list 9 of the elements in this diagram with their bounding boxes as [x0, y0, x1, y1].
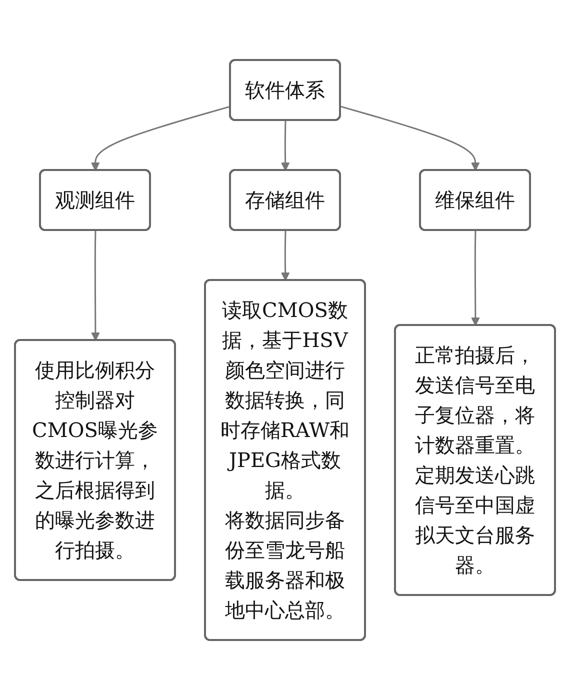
arrow: [90, 106, 230, 171]
arrow: [280, 120, 290, 171]
node-text: 读取CMOS数据，基于HSV颜色空间进行数据转换，同时存储RAW和JPEG格式数据。 将数据同步备份至雪龙号船载服务器和极地中心总部。: [220, 298, 350, 622]
node-text: 正常拍摄后，发送信号至电子复位器，将计数器重置。 定期发送心跳信号至中国虚拟天文台服务器。: [414, 343, 534, 577]
arrow: [280, 230, 290, 281]
arrow: [470, 230, 480, 326]
arrow: [90, 230, 100, 341]
arrow: [340, 106, 480, 171]
node-text: 使用比例积分控制器对CMOS曝光参数进行计算，之后根据得到的曝光参数进行拍摄。: [32, 358, 158, 562]
